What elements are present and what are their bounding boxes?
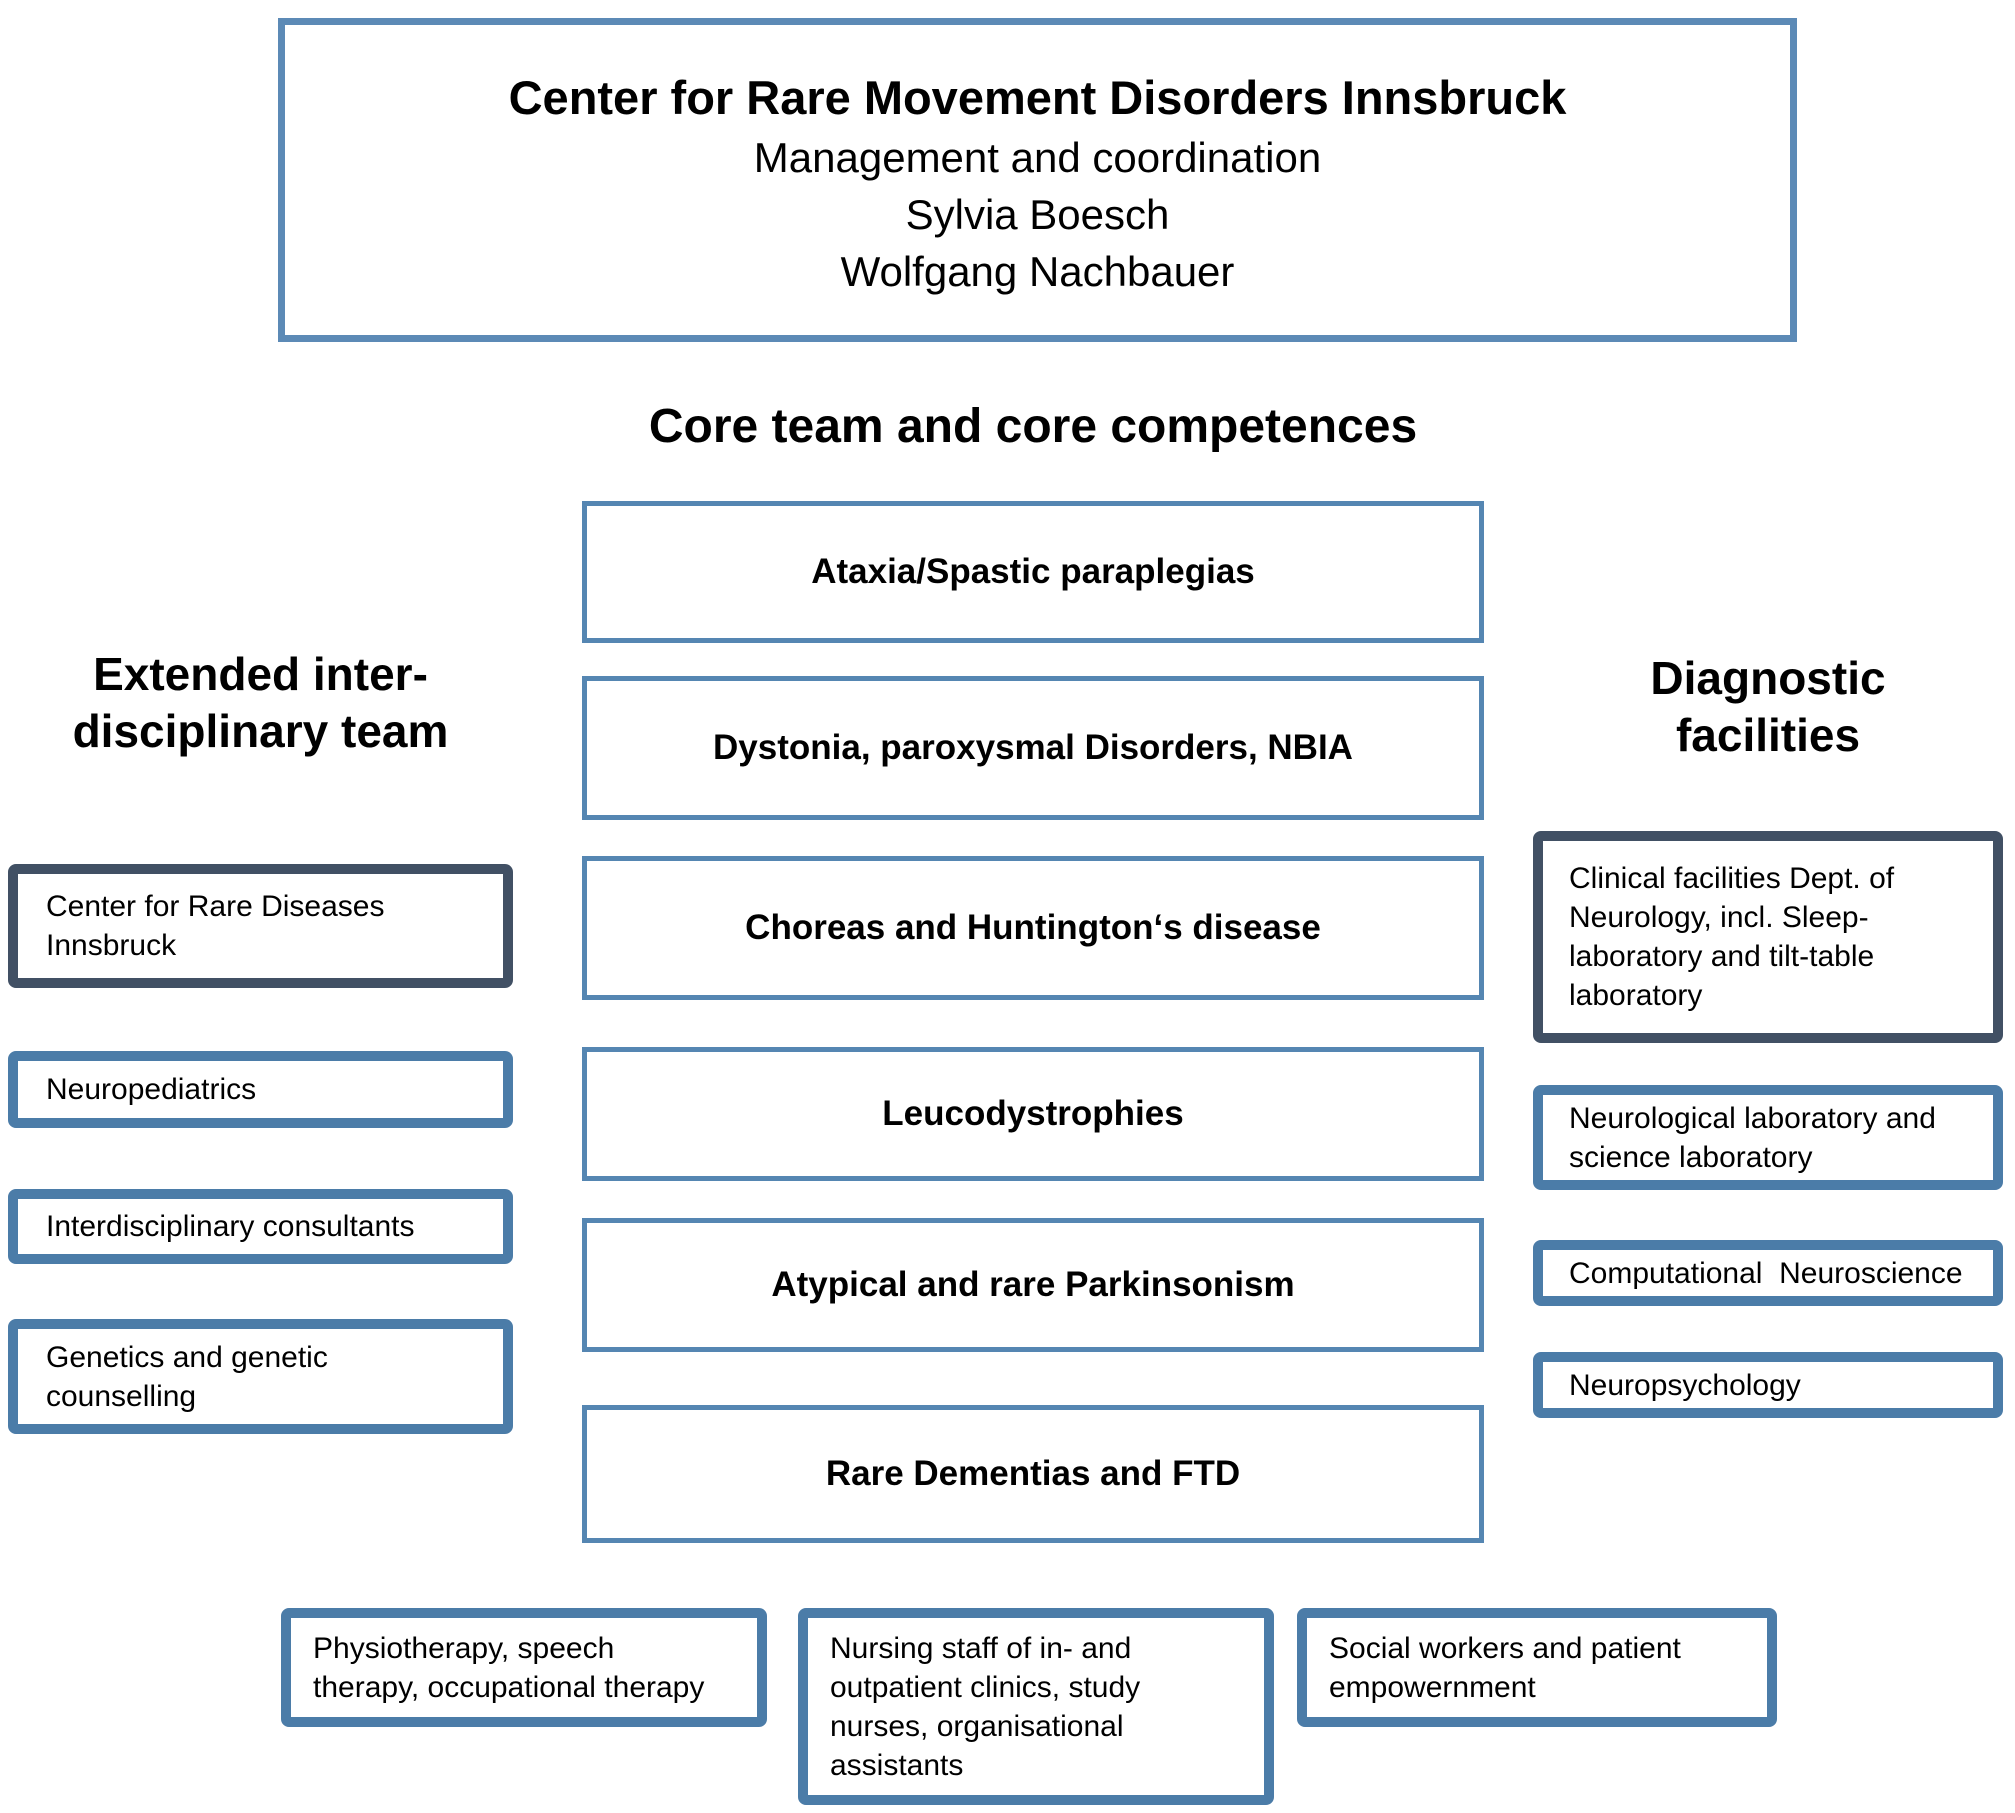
core-box-label: Leucodystrophies [882,1094,1184,1133]
core-box-ataxia: Ataxia/Spastic paraplegias [582,501,1484,643]
core-team-heading: Core team and core competences [648,400,1418,453]
management-box: Center for Rare Movement Disorders Innsb… [278,18,1797,342]
core-box-choreas: Choreas and Huntington‘s disease [582,856,1484,1000]
bottom-box-social-workers: Social workers and patient empowernment [1297,1608,1777,1727]
management-subtitle: Management and coordination [753,134,1322,181]
left-box-label: Neuropediatrics [46,1073,257,1106]
core-box-dementias: Rare Dementias and FTD [582,1405,1484,1543]
left-box-label: Center for Rare Diseases Innsbruck [46,890,385,962]
right-box-neurological-laboratory: Neurological laboratory and science labo… [1533,1085,2003,1190]
left-box-center-rare-diseases: Center for Rare Diseases Innsbruck [8,864,513,988]
core-box-parkinsonism: Atypical and rare Parkinsonism [582,1218,1484,1352]
left-box-neuropediatrics: Neuropediatrics [8,1051,513,1128]
right-box-neuropsychology: Neuropsychology [1533,1352,2003,1418]
coordinator-name-1: Sylvia Boesch [905,191,1170,238]
right-box-label: Neuropsychology [1569,1368,1801,1402]
center-title: Center for Rare Movement Disorders Innsb… [508,71,1567,124]
left-box-genetics: Genetics and genetic counselling [8,1319,513,1434]
core-box-label: Dystonia, paroxysmal Disorders, NBIA [713,728,1353,767]
bottom-box-nursing-staff: Nursing staff of in- and outpatient clin… [798,1608,1274,1805]
core-box-label: Ataxia/Spastic paraplegias [811,552,1255,591]
right-box-computational-neuroscience: Computational Neuroscience [1533,1240,2003,1306]
right-box-label: Neurological laboratory and science labo… [1569,1101,1936,1174]
right-box-label: Computational Neuroscience [1569,1256,1963,1290]
bottom-box-physiotherapy: Physiotherapy, speech therapy, occupatio… [281,1608,767,1727]
bottom-box-label: Social workers and patient empowernment [1329,1631,1681,1704]
diagnostic-facilities-heading: Diagnostic facilities [1650,652,1886,761]
right-box-clinical-facilities: Clinical facilities Dept. of Neurology, … [1533,831,2003,1043]
core-box-label: Choreas and Huntington‘s disease [745,908,1321,947]
bottom-box-label: Nursing staff of in- and outpatient clin… [830,1631,1141,1782]
right-box-label: Clinical facilities Dept. of Neurology, … [1569,862,1895,1012]
core-box-label: Atypical and rare Parkinsonism [771,1265,1295,1304]
core-box-leucodystrophies: Leucodystrophies [582,1047,1484,1181]
core-box-dystonia: Dystonia, paroxysmal Disorders, NBIA [582,676,1484,820]
extended-team-heading: Extended inter- disciplinary team [72,648,449,757]
left-box-label: Interdisciplinary consultants [46,1210,415,1243]
coordinator-name-2: Wolfgang Nachbauer [840,248,1235,295]
left-box-label: Genetics and genetic counselling [46,1340,328,1413]
left-box-interdisciplinary-consultants: Interdisciplinary consultants [8,1189,513,1264]
bottom-box-label: Physiotherapy, speech therapy, occupatio… [313,1631,705,1704]
core-box-label: Rare Dementias and FTD [825,1454,1241,1493]
